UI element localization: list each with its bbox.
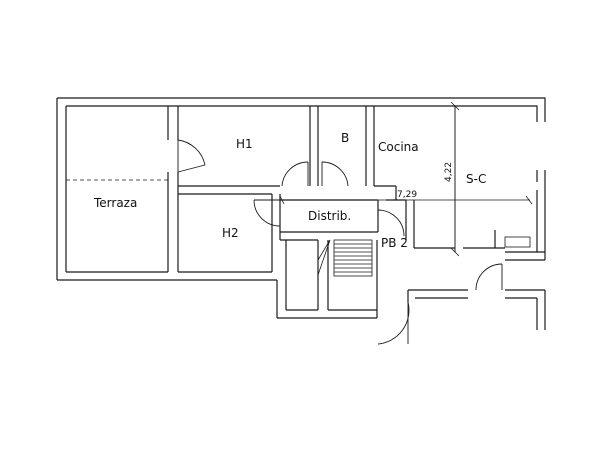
room-label-h1: H1 [236, 137, 253, 151]
doors [177, 139, 503, 345]
room-label-cocina: Cocina [378, 140, 419, 154]
dimension-label-vertical: 4,22 [444, 162, 454, 182]
room-label-distrib: Distrib. [308, 209, 351, 223]
outer-walls [56, 97, 546, 330]
room-label-h2: H2 [222, 226, 239, 240]
staircase [317, 239, 373, 277]
dimension-lines [279, 101, 533, 257]
room-label-sc: S-C [466, 172, 486, 186]
room-label-terraza: Terraza [93, 196, 137, 210]
room-label-b: B [341, 131, 349, 145]
room-labels: Terraza H1 H2 B Cocina S-C Distrib. PB 2 [93, 131, 486, 250]
dimension-label-horizontal: 7,29 [397, 190, 417, 200]
dimension-labels: 7,29 4,22 [397, 162, 454, 200]
room-label-pb2: PB 2 [381, 236, 408, 250]
